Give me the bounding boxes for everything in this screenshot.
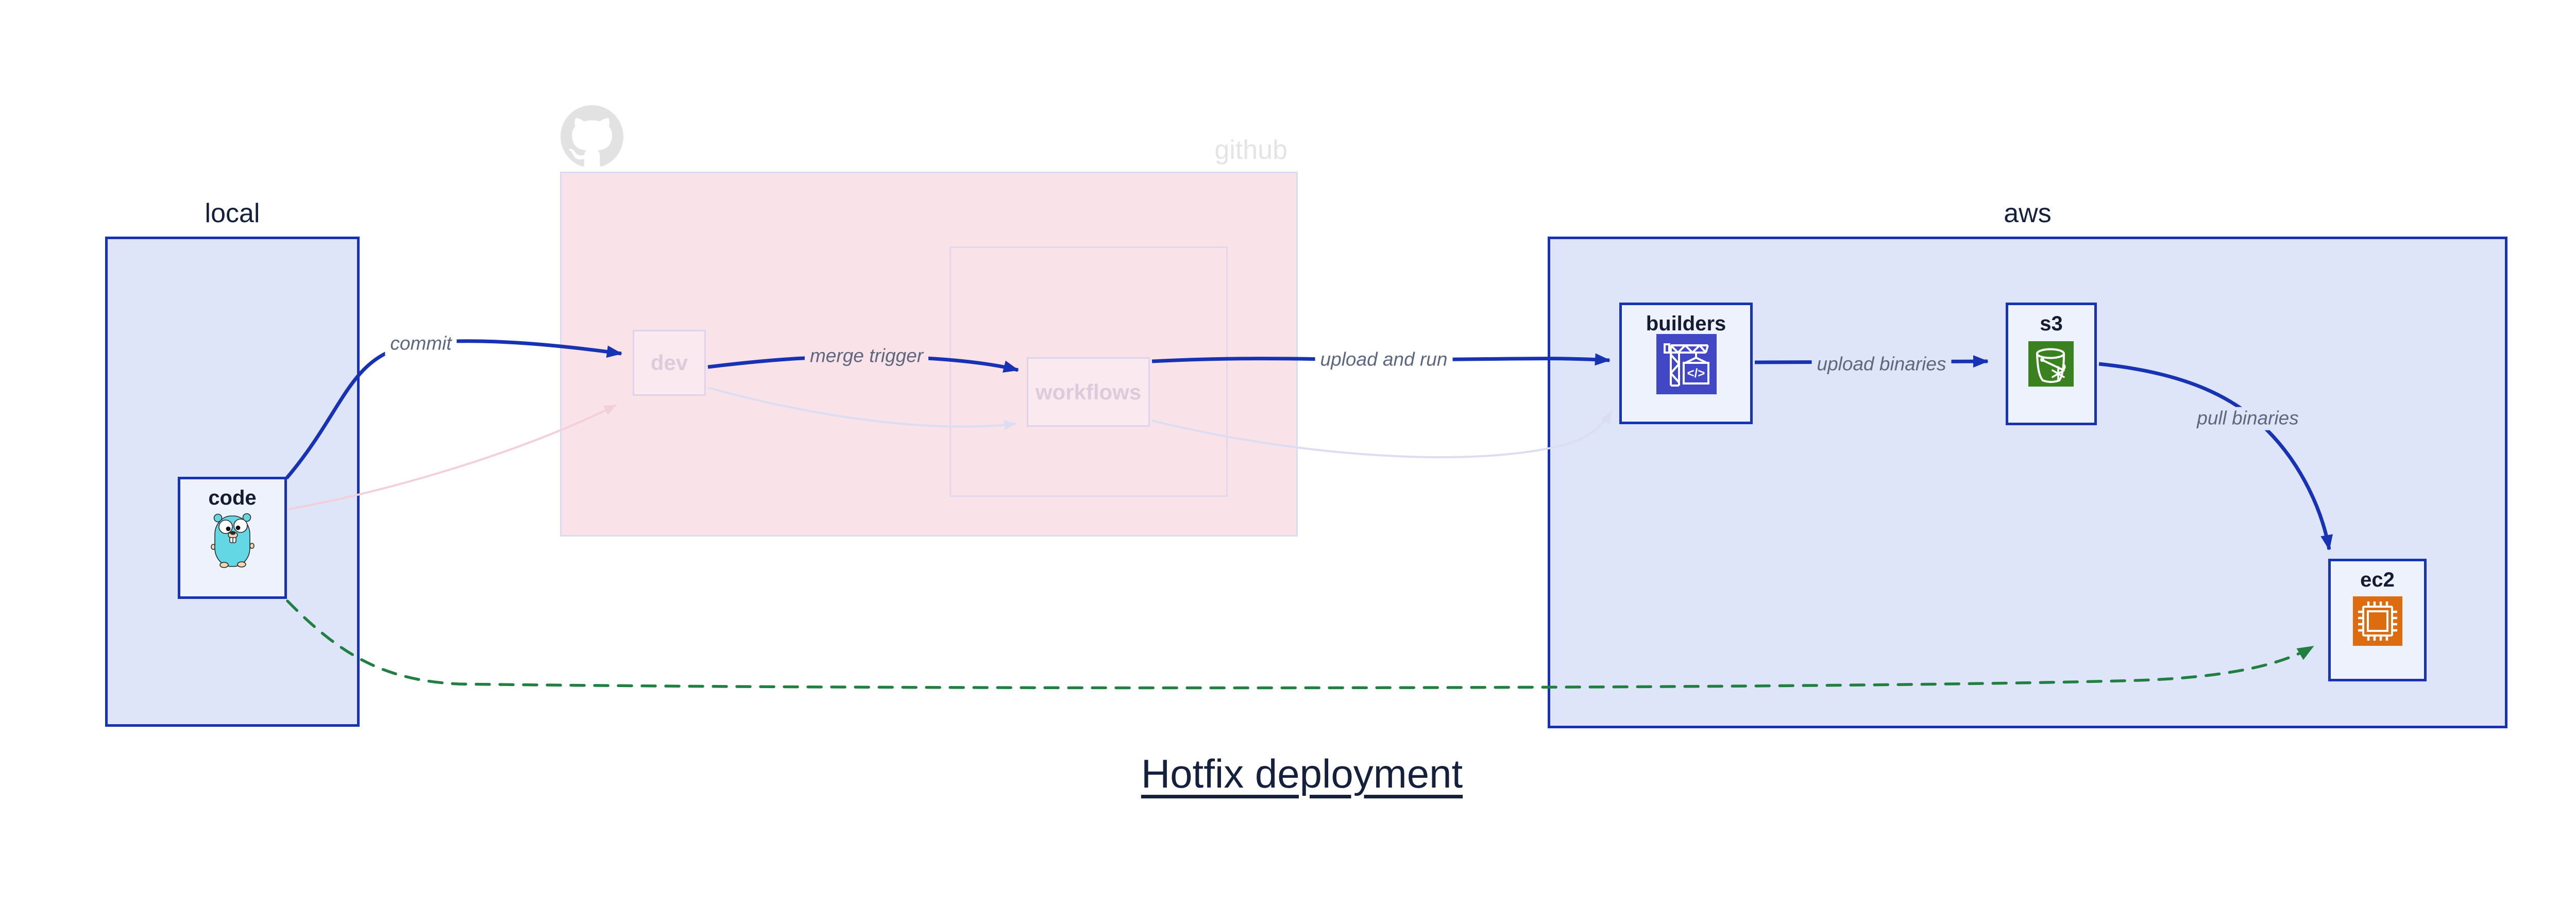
node-ec2-label: ec2 xyxy=(2360,569,2395,591)
group-github-label: github xyxy=(1214,135,1287,165)
node-builders-label: builders xyxy=(1646,312,1726,335)
edge-label-commit: commit xyxy=(385,332,457,356)
group-github xyxy=(560,172,1298,537)
edge-label-pull-binaries: pull binaries xyxy=(2192,407,2304,430)
github-octocat-svg xyxy=(561,105,623,166)
node-dev-label: dev xyxy=(650,350,688,375)
aws-s3-svg xyxy=(2028,341,2074,387)
group-aws-label: aws xyxy=(2004,198,2052,228)
go-gopher-icon xyxy=(209,513,256,570)
aws-codebuild-svg: </> xyxy=(1656,334,1717,394)
aws-s3-glacier-bucket-icon xyxy=(2028,341,2074,387)
codebuild-code-glyph: </> xyxy=(1687,366,1705,380)
aws-codebuild-crane-icon: </> xyxy=(1656,334,1717,394)
github-octocat-icon xyxy=(561,105,623,168)
node-s3-label: s3 xyxy=(2040,312,2063,335)
aws-ec2-chip-icon xyxy=(2353,596,2402,646)
aws-ec2-svg xyxy=(2353,596,2402,646)
node-code-label: code xyxy=(208,487,257,509)
edge-label-upload-and-run: upload and run xyxy=(1315,348,1453,372)
node-workflows: workflows xyxy=(1027,357,1150,427)
edge-label-upload-binaries: upload binaries xyxy=(1811,353,1952,376)
go-gopher-svg xyxy=(211,513,255,568)
edge-label-merge-trigger: merge trigger xyxy=(804,344,929,368)
diagram-title: Hotfix deployment xyxy=(1141,751,1463,796)
node-ec2: ec2 xyxy=(2328,559,2427,681)
node-dev: dev xyxy=(633,330,706,396)
group-local-label: local xyxy=(205,198,260,228)
node-workflows-label: workflows xyxy=(1035,379,1142,404)
